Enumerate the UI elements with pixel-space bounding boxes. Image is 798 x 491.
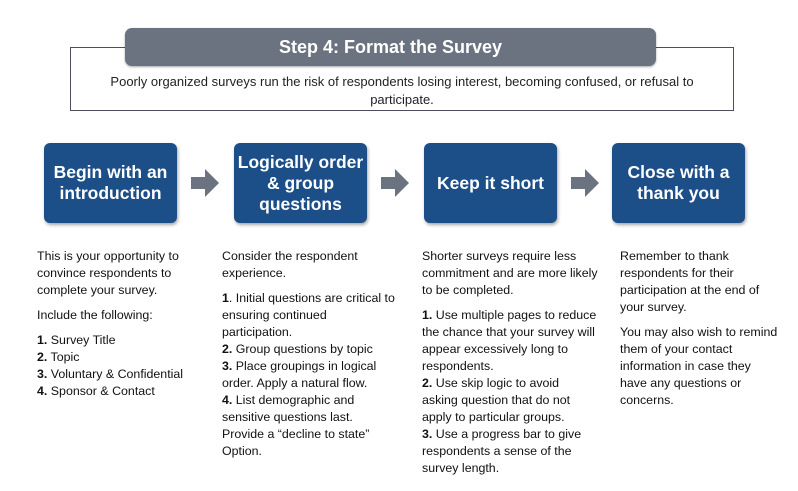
list-item-number: 1 (222, 291, 229, 305)
list-item-text: Survey Title (47, 333, 116, 347)
list-item-number: 1. (422, 308, 433, 322)
column-thank-you: Remember to thank respondents for their … (620, 248, 780, 417)
list-item: 2. Topic (37, 349, 202, 366)
step-box-keep-short: Keep it short (424, 143, 557, 223)
intro-text: Poorly organized surveys run the risk of… (110, 74, 694, 107)
list-item-text: Use a progress bar to give respondents a… (422, 427, 582, 475)
step-box-thank-you: Close with a thank you (612, 143, 745, 223)
list-item: 1. Initial questions are critical to ens… (222, 290, 398, 341)
numbered-list: 1. Use multiple pages to reduce the chan… (422, 307, 598, 477)
column-order-group: Consider the respondent experience. 1. In… (222, 248, 398, 460)
column-paragraph: Include the following: (37, 308, 153, 322)
list-item-number: 2. (422, 376, 433, 390)
right-arrow-icon (571, 169, 599, 197)
list-item: 4. List demographic and sensitive questi… (222, 392, 398, 460)
list-item: 3. Place groupings in logical order. App… (222, 358, 398, 392)
list-item-number: 2. (222, 342, 233, 356)
column-paragraph: You may also wish to remind them of your… (620, 325, 778, 407)
list-item: 2. Use skip logic to avoid asking questi… (422, 375, 598, 426)
list-item-text: Use skip logic to avoid asking question … (422, 376, 571, 424)
right-arrow-icon (191, 169, 219, 197)
right-arrow-icon (381, 169, 409, 197)
list-item-number: 3. (222, 359, 233, 373)
column-paragraph: Consider the respondent experience. (222, 249, 358, 280)
step-box-introduction: Begin with an introduction (44, 143, 177, 223)
column-keep-short: Shorter surveys require less commitment … (422, 248, 598, 477)
list-item-number: 4. (222, 393, 233, 407)
page-title: Step 4: Format the Survey (278, 36, 503, 57)
list-item: 2. Group questions by topic (222, 341, 398, 358)
list-item-number: 2. (37, 350, 48, 364)
list-item-number: 4. (37, 384, 48, 398)
numbered-list: 1. Initial questions are critical to ens… (222, 290, 398, 460)
list-item-text: Group questions by topic (232, 342, 373, 356)
list-item: 1. Survey Title (37, 332, 202, 349)
list-item-text: List demographic and sensitive questions… (222, 393, 370, 458)
column-paragraph: Remember to thank respondents for their … (620, 249, 760, 314)
title-bar: Step 4: Format the Survey (125, 28, 656, 66)
list-item: 3. Voluntary & Confidential (37, 366, 202, 383)
list-item-text: Sponsor & Contact (47, 384, 155, 398)
step-box-order-group: Logically order & group questions (234, 143, 367, 223)
list-item: 1. Use multiple pages to reduce the chan… (422, 307, 598, 375)
list-item-text: Place groupings in logical order. Apply … (222, 359, 377, 390)
column-paragraph: Shorter surveys require less commitment … (422, 249, 598, 297)
column-paragraph: This is your opportunity to convince res… (37, 249, 179, 297)
list-item-number: 3. (422, 427, 433, 441)
list-item-text: Use multiple pages to reduce the chance … (422, 308, 597, 373)
list-item-number: 3. (37, 367, 48, 381)
list-item: 4. Sponsor & Contact (37, 383, 202, 400)
list-item-text: Topic (47, 350, 80, 364)
column-introduction: This is your opportunity to convince res… (37, 248, 202, 400)
list-item-number: 1. (37, 333, 48, 347)
list-item-text: Voluntary & Confidential (47, 367, 184, 381)
list-item-text: . Initial questions are critical to ensu… (222, 291, 395, 339)
list-item: 3. Use a progress bar to give respondent… (422, 426, 598, 477)
